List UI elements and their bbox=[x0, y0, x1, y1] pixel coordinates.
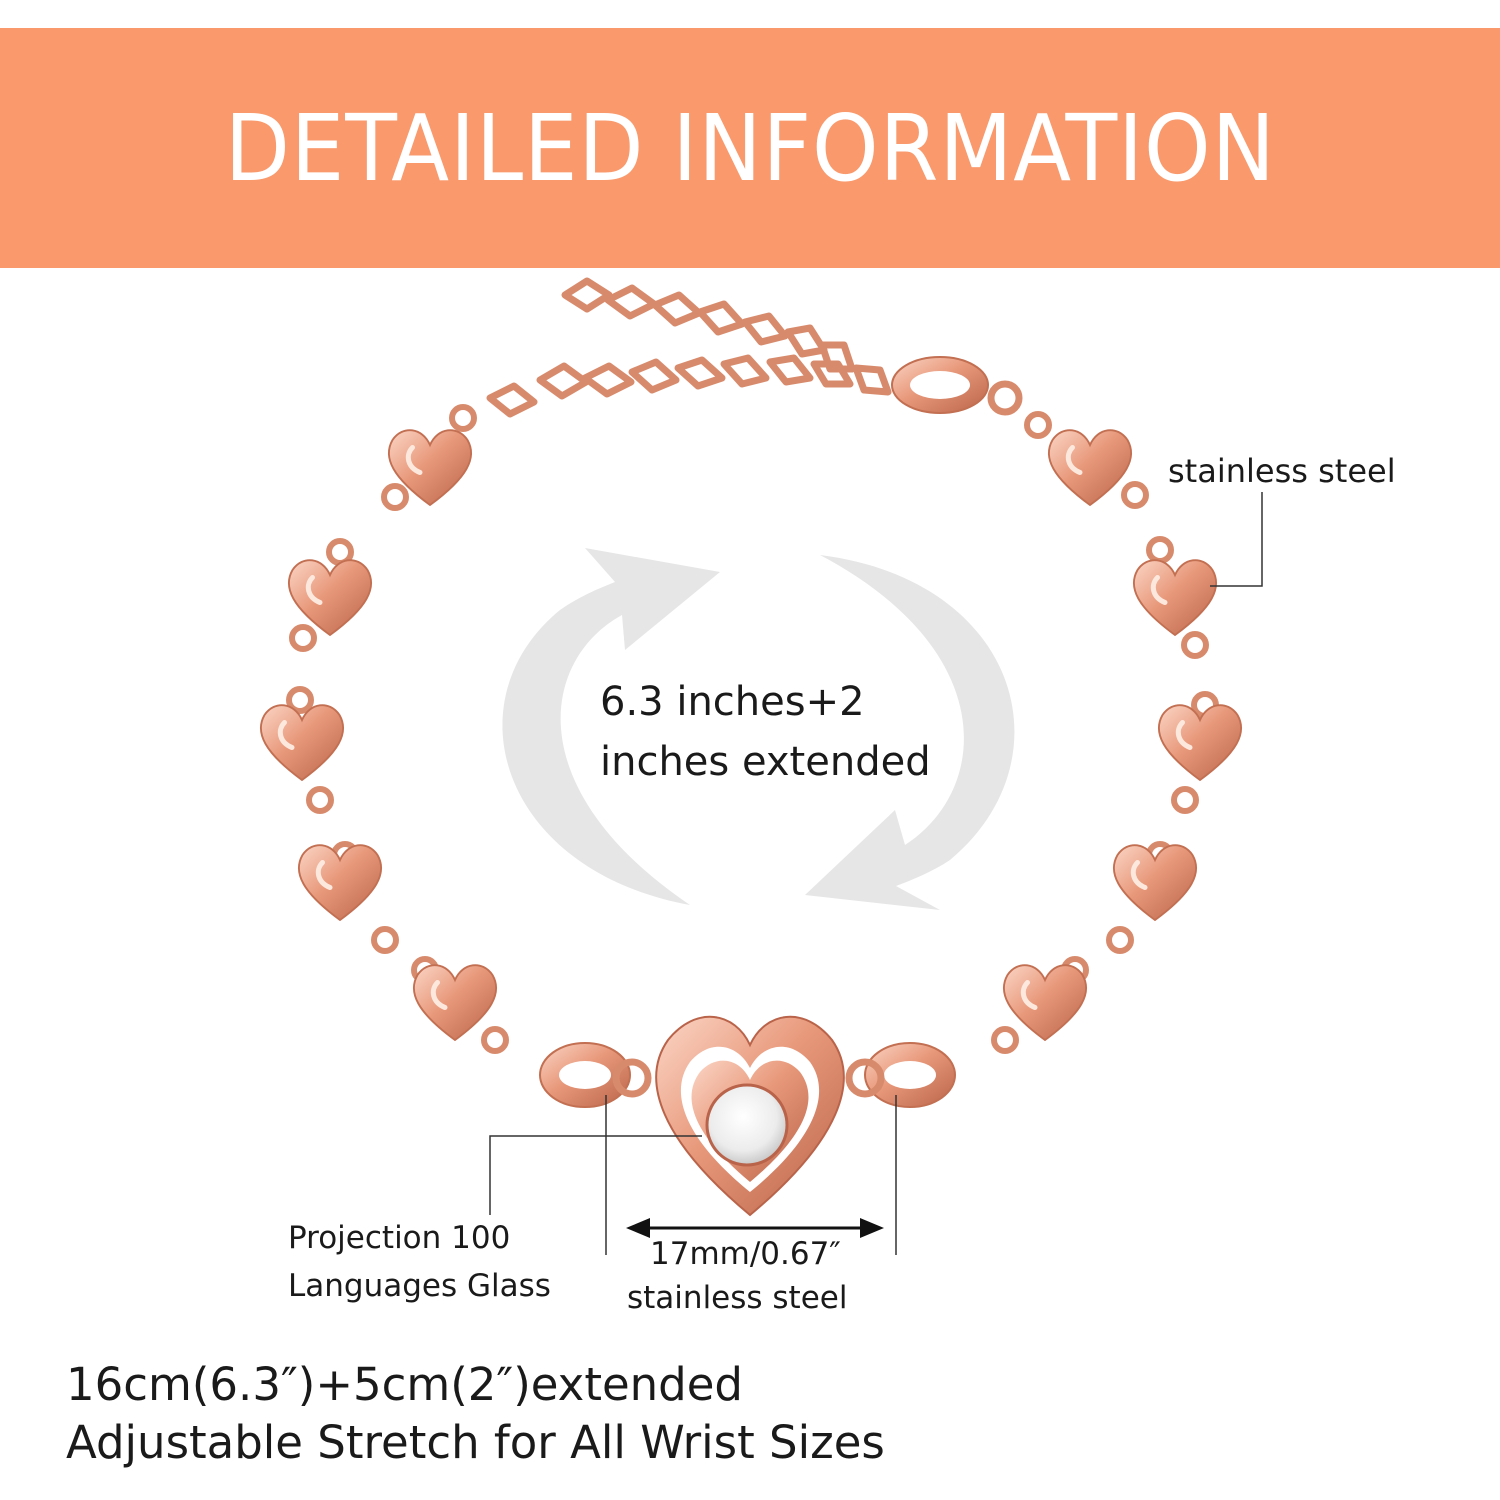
header-banner: DETAILED INFORMATION bbox=[0, 28, 1500, 268]
material-label-chain: stainless steel bbox=[1168, 452, 1396, 490]
pendant-size-label: 17mm/0.67″ bbox=[650, 1236, 841, 1272]
size-description: 16cm(6.3″)+5cm(2″)extended Adjustable St… bbox=[66, 1356, 885, 1472]
lobster-clasp-icon bbox=[891, 356, 1023, 416]
glass-label: Projection 100 Languages Glass bbox=[288, 1214, 551, 1310]
heart-pendant-icon bbox=[655, 1015, 845, 1217]
pendant-material-label: stainless steel bbox=[627, 1280, 848, 1316]
glass-label-line-2: Languages Glass bbox=[288, 1268, 551, 1304]
length-callout: 6.3 inches+2 inches extended bbox=[600, 672, 931, 792]
lobster-clasp-icon bbox=[539, 1042, 956, 1108]
dimension-arrow bbox=[626, 1218, 884, 1238]
length-line-1: 6.3 inches+2 bbox=[600, 679, 865, 725]
size-line-2: Adjustable Stretch for All Wrist Sizes bbox=[66, 1416, 885, 1469]
banner-title: DETAILED INFORMATION bbox=[224, 94, 1276, 202]
rotate-arrow-icon bbox=[502, 548, 1015, 910]
glass-label-line-1: Projection 100 bbox=[288, 1220, 511, 1256]
extender-chain bbox=[486, 277, 892, 418]
size-line-1: 16cm(6.3″)+5cm(2″)extended bbox=[66, 1358, 743, 1411]
callout-lines bbox=[489, 492, 1263, 1255]
length-line-2: inches extended bbox=[600, 739, 931, 785]
